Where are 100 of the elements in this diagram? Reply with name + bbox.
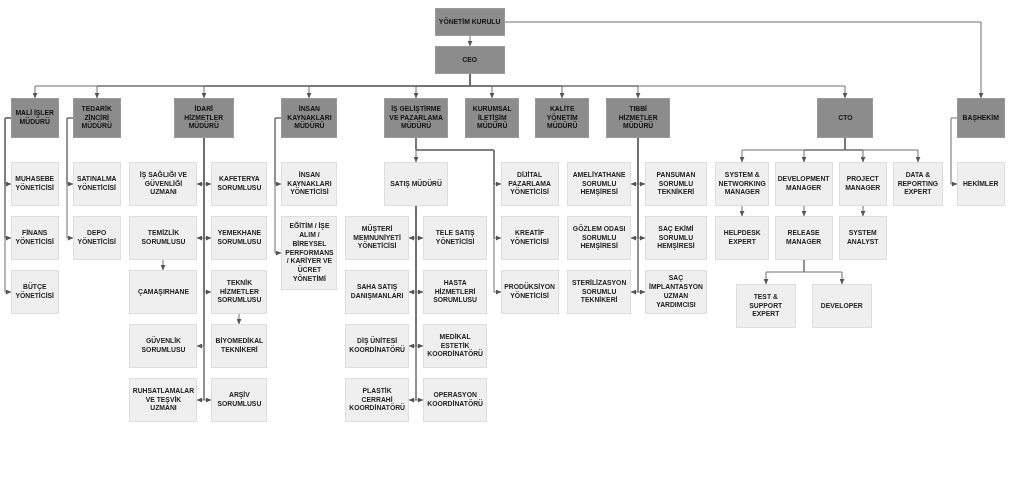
position-title: PLASTİK CERRAHİ KOORDİNATÖRÜ [348, 386, 406, 414]
position-title: MEDİKAL ESTETİK KOORDİNATÖRÜ [426, 332, 484, 360]
position-title: TEKNİK HİZMETLER SORUMLUSU [216, 278, 262, 306]
director-box [435, 8, 505, 36]
position-title: YEMEKHANE SORUMLUSU [216, 229, 262, 247]
position-box [11, 270, 59, 314]
position-box [211, 162, 267, 206]
connector-arrow [504, 21, 984, 99]
position-box [567, 162, 631, 206]
position-box [423, 324, 487, 368]
position-box [839, 216, 887, 260]
connector-arrow [274, 117, 282, 256]
position-title: TELE SATIŞ YÖNETİCİSİ [434, 229, 476, 247]
position-title: EĞİTİM / İŞE ALIM / BİREYSEL PERFORMANS / KARİYER VE ÜCRET YÖNETİMİ [284, 221, 334, 285]
position-box [211, 378, 267, 422]
position-box [73, 216, 121, 260]
position-box [345, 270, 409, 314]
position-title: BAŞHEKİM [961, 113, 1001, 123]
position-box [736, 284, 796, 328]
position-title: TEDARİK ZİNCİRİ MÜDÜRÜ [80, 104, 114, 132]
position-box [129, 270, 197, 314]
position-title: TIBBİ HİZMETLER MÜDÜRÜ [617, 104, 659, 132]
director-box [606, 98, 670, 138]
position-title: TEMİZLİK SORUMLUSU [140, 229, 186, 247]
connector-arrow [950, 117, 958, 187]
position-title: SAHA SATIŞ DANIŞMANLARI [349, 283, 405, 301]
position-box [715, 162, 769, 206]
position-box [129, 162, 197, 206]
position-box [281, 162, 337, 206]
position-title: DEPO YÖNETİCİSİ [76, 229, 118, 247]
position-box [501, 270, 559, 314]
position-title: SATIŞ MÜDÜRÜ [389, 179, 443, 189]
position-title: İNSAN KAYNAKLARI YÖNETİCİSİ [285, 170, 333, 198]
connector-arrow [803, 259, 845, 285]
director-box [73, 98, 121, 138]
director-box [281, 98, 337, 138]
connector-arrow [844, 137, 921, 163]
position-box [715, 216, 769, 260]
position-box [645, 216, 707, 260]
position-box [567, 216, 631, 260]
position-box [129, 324, 197, 368]
position-box [501, 162, 559, 206]
connector-arrow [415, 137, 502, 295]
position-box [73, 162, 121, 206]
position-box [345, 378, 409, 422]
position-box [423, 216, 487, 260]
position-box [11, 162, 59, 206]
position-title: OPERASYON KOORDİNATÖRÜ [426, 391, 484, 409]
position-title: PRODÜKSİYON YÖNETİCİSİ [504, 283, 556, 301]
position-title: FİNANS YÖNETİCİSİ [14, 229, 56, 247]
position-title: DEVELOPMENT MANAGER [778, 175, 830, 193]
position-title: SYSTEM & NETWORKING MANAGER [718, 170, 766, 198]
position-box [812, 284, 872, 328]
position-box [345, 324, 409, 368]
position-title: DİŞ ÜNİTESİ KOORDİNATÖRÜ [348, 337, 406, 355]
connector-arrow [467, 35, 473, 47]
position-title: HEKİMLER [962, 179, 1000, 189]
position-box [129, 216, 197, 260]
position-box [211, 216, 267, 260]
position-title: İŞ SAĞLIĞI VE GÜVENLİĞİ UZMANI [138, 170, 188, 198]
position-box [957, 162, 1005, 206]
position-box [775, 162, 833, 206]
position-title: CEO [461, 55, 479, 65]
position-title: İNSAN KAYNAKLARI MÜDÜRÜ [285, 104, 333, 132]
position-title: SYSTEM ANALYST [846, 229, 880, 247]
director-box [384, 98, 448, 138]
position-box [775, 216, 833, 260]
position-title: SAÇ İMPLANTASYON UZMAN YARDIMCISI [648, 274, 704, 310]
position-title: KAFETERYA SORUMLUSU [216, 175, 262, 193]
position-title: STERİLİZASYON SORUMLU TEKNİKERİ [570, 278, 628, 306]
position-title: YÖNETİM KURULU [438, 17, 502, 27]
director-box [11, 98, 59, 138]
position-box [211, 270, 267, 314]
position-box [345, 216, 409, 260]
position-box [423, 270, 487, 314]
position-title: BİYOMEDİKAL TEKNİKERİ [214, 337, 264, 355]
director-box [174, 98, 234, 138]
position-title: KALİTE YÖNETİM MÜDÜRÜ [545, 104, 579, 132]
position-title: MUHASEBE YÖNETİCİSİ [14, 175, 56, 193]
position-title: SAÇ EKİMİ SORUMLU HEMŞİRESİ [656, 224, 696, 252]
director-box [465, 98, 519, 138]
position-title: AMELİYATHANE SORUMLU HEMŞİRESİ [571, 170, 627, 198]
position-title: ARŞİV SORUMLUSU [216, 391, 262, 409]
position-title: SATINALMA YÖNETİCİSİ [76, 175, 118, 193]
connector-arrow [236, 313, 242, 325]
position-title: RELEASE MANAGER [785, 229, 823, 247]
position-box [839, 162, 887, 206]
position-title: HELPDESK EXPERT [722, 229, 762, 247]
director-box [535, 98, 589, 138]
connector-arrow [739, 205, 745, 217]
position-box [501, 216, 559, 260]
position-title: İDARİ HİZMETLER MÜDÜRÜ [183, 104, 225, 132]
position-title: MÜŞTERİ MEMNUNİYETİ YÖNETİCİSİ [352, 224, 402, 252]
position-box [423, 378, 487, 422]
position-title: BÜTÇE YÖNETİCİSİ [14, 283, 56, 301]
director-box [435, 46, 505, 74]
director-box [817, 98, 873, 138]
position-title: DİJİTAL PAZARLAMA YÖNETİCİSİ [507, 170, 553, 198]
position-title: KURUMSAL İLETİŞİM MÜDÜRÜ [471, 104, 513, 132]
position-title: CTO [836, 113, 854, 123]
